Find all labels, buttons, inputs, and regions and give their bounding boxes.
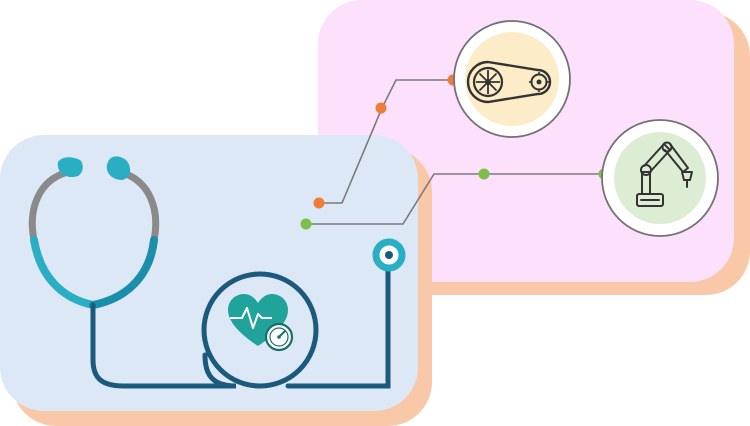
green-connector-line [306,173,604,225]
robotic-arm-icon [601,119,719,237]
orange-dot [375,102,387,114]
green-dot [478,168,490,180]
stethoscope-icon [28,156,406,389]
heart-rate-gauge-icon [228,294,294,352]
green-dot [300,218,312,230]
orange-dot [313,197,325,209]
gear-belt-icon [453,20,571,138]
